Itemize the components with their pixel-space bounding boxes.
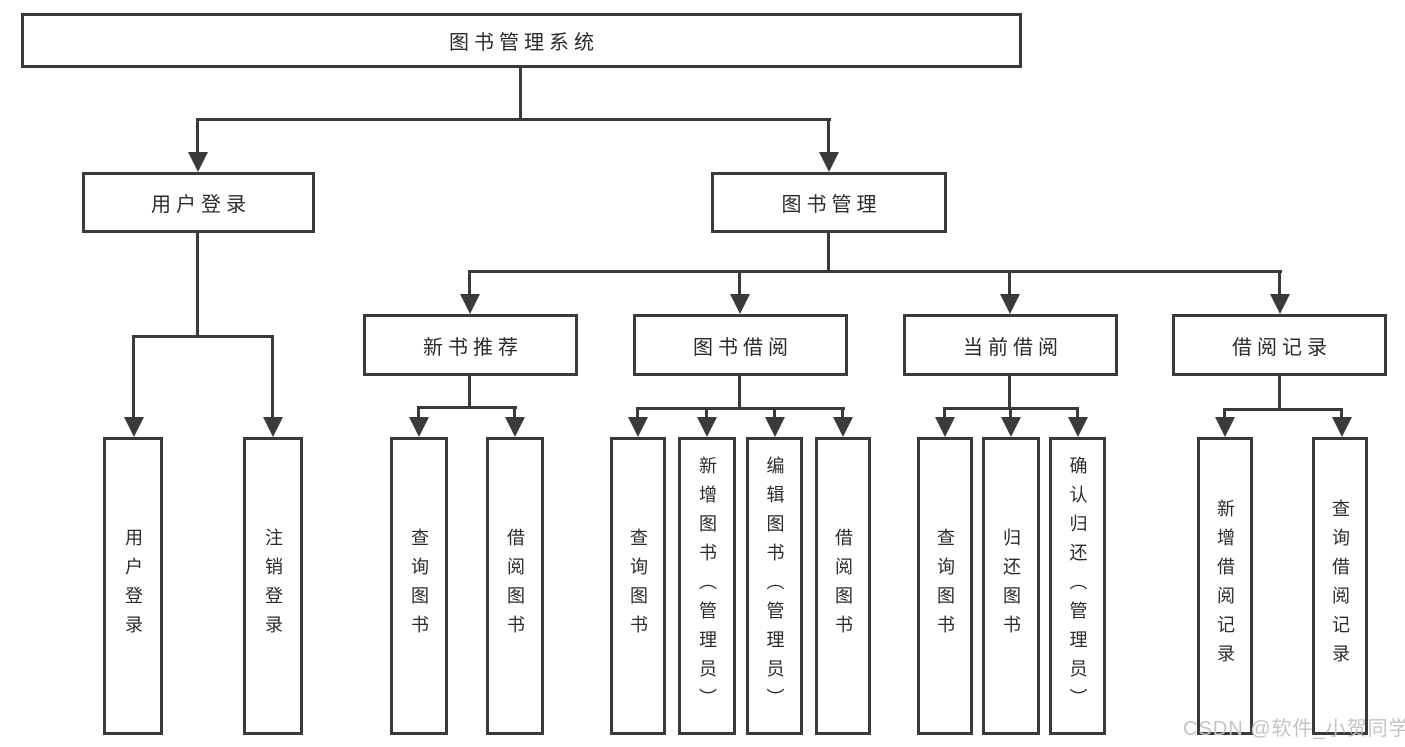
node-label: 新书推荐 — [423, 336, 523, 359]
connector-line — [773, 407, 776, 418]
arrowhead-icon — [697, 417, 717, 437]
connector-line — [636, 407, 639, 418]
arrowhead-icon — [124, 417, 144, 437]
arrowhead-icon — [188, 152, 208, 172]
connector-line — [705, 407, 708, 418]
connector-line — [827, 118, 830, 154]
connector-line — [1008, 270, 1011, 296]
connector-line — [1278, 376, 1281, 408]
leaf-borrow-books-recommend: 借阅图书 — [486, 437, 544, 735]
leaf-label: 确认归还（管理员） — [1067, 455, 1088, 717]
connector-line — [1076, 407, 1079, 418]
connector-line — [738, 376, 741, 407]
leaf-label: 用户登录 — [123, 528, 143, 644]
arrowhead-icon — [1215, 417, 1235, 437]
leaf-user-login: 用户登录 — [103, 437, 163, 735]
connector-line — [1340, 408, 1343, 418]
connector-line — [417, 406, 517, 409]
leaf-add-books-admin: 新增图书（管理员） — [678, 437, 736, 735]
arrowhead-icon — [1270, 294, 1290, 314]
arrowhead-icon — [1068, 417, 1088, 437]
leaf-add-borrow-record: 新增借阅记录 — [1197, 437, 1253, 735]
arrowhead-icon — [935, 417, 955, 437]
leaf-label: 注销登录 — [263, 528, 283, 644]
connector-line — [468, 376, 471, 406]
leaf-borrow-books: 借阅图书 — [815, 437, 871, 735]
leaf-label: 查询借阅记录 — [1330, 499, 1350, 673]
connector-line — [636, 407, 845, 410]
node-label: 图书管理 — [781, 194, 882, 216]
connector-line — [1223, 408, 1226, 418]
node-current-borrowing: 当前借阅 — [903, 314, 1118, 376]
node-label: 图书借阅 — [693, 336, 793, 359]
connector-line — [468, 270, 1282, 273]
node-book-management: 图书管理 — [711, 172, 947, 233]
node-borrowing-records: 借阅记录 — [1172, 314, 1387, 376]
connector-line — [1008, 376, 1011, 407]
connector-line — [468, 270, 471, 296]
node-library-system: 图书管理系统 — [21, 13, 1022, 68]
arrowhead-icon — [409, 417, 429, 437]
arrowhead-icon — [1000, 294, 1020, 314]
leaf-query-borrow-record: 查询借阅记录 — [1312, 437, 1368, 735]
node-label: 图书管理系统 — [449, 32, 599, 54]
leaf-edit-books-admin: 编辑图书（管理员） — [746, 437, 803, 735]
arrowhead-icon — [730, 294, 750, 314]
connector-line — [827, 233, 830, 270]
arrowhead-icon — [1332, 417, 1352, 437]
connector-line — [417, 406, 420, 418]
node-book-borrowing: 图书借阅 — [633, 314, 848, 376]
leaf-label: 归还图书 — [1001, 528, 1021, 644]
connector-line — [1278, 270, 1281, 296]
leaf-label: 查询图书 — [409, 528, 429, 644]
node-label: 当前借阅 — [963, 336, 1063, 359]
connector-line — [841, 407, 844, 418]
connector-line — [513, 406, 516, 418]
arrowhead-icon — [819, 152, 839, 172]
connector-line — [196, 118, 199, 154]
node-user-login: 用户登录 — [82, 172, 315, 233]
leaf-label: 借阅图书 — [833, 528, 853, 644]
leaf-label: 新增图书（管理员） — [697, 455, 717, 717]
arrowhead-icon — [1001, 417, 1021, 437]
connector-line — [738, 270, 741, 296]
leaf-label: 查询图书 — [935, 528, 955, 644]
arrowhead-icon — [505, 417, 525, 437]
leaf-query-books-borrow: 查询图书 — [610, 437, 666, 735]
leaf-query-books-current: 查询图书 — [917, 437, 973, 735]
connector-line — [132, 335, 274, 338]
arrowhead-icon — [628, 417, 648, 437]
arrowhead-icon — [263, 417, 283, 437]
node-label: 借阅记录 — [1232, 336, 1332, 359]
leaf-label: 编辑图书（管理员） — [764, 455, 785, 717]
connector-line — [196, 233, 199, 335]
leaf-label: 查询图书 — [628, 528, 648, 644]
connector-line — [196, 118, 831, 121]
arrowhead-icon — [765, 417, 785, 437]
connector-line — [519, 68, 522, 118]
connector-line — [1223, 408, 1343, 411]
csdn-watermark: CSDN @软件_小贺同学 — [1183, 718, 1405, 740]
node-new-book-recommend: 新书推荐 — [363, 314, 578, 376]
connector-line — [271, 335, 274, 417]
leaf-query-books-recommend: 查询图书 — [390, 437, 448, 735]
leaf-label: 新增借阅记录 — [1215, 499, 1235, 673]
leaf-confirm-return-admin: 确认归还（管理员） — [1049, 437, 1106, 735]
arrowhead-icon — [460, 294, 480, 314]
arrowhead-icon — [833, 417, 853, 437]
connector-line — [943, 407, 946, 418]
connector-line — [1009, 407, 1012, 418]
node-label: 用户登录 — [151, 194, 251, 216]
connector-line — [132, 335, 135, 417]
leaf-logout: 注销登录 — [243, 437, 303, 735]
leaf-label: 借阅图书 — [505, 528, 525, 644]
leaf-return-books: 归还图书 — [982, 437, 1040, 735]
